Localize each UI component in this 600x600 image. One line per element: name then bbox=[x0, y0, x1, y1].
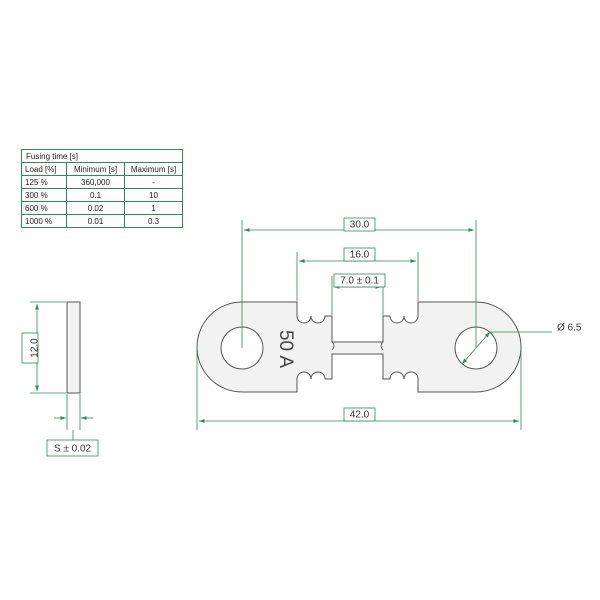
cell-maximum: 0.3 bbox=[124, 214, 183, 228]
neck-outer-label: 16.0 bbox=[350, 250, 370, 261]
table-row: 300 % 0.1 10 bbox=[21, 188, 183, 202]
thickness-label: S ± 0.02 bbox=[54, 444, 92, 455]
height-label: 12.0 bbox=[30, 338, 41, 358]
thickness-label-box bbox=[46, 439, 99, 457]
top-view: 50 A bbox=[196, 301, 522, 393]
hole-diameter-dimension-line bbox=[461, 331, 491, 365]
hole-spacing-label: 30.0 bbox=[350, 220, 370, 231]
side-view: 12.0 S ± 0.02 bbox=[21, 301, 99, 457]
fuse-outline bbox=[196, 301, 522, 393]
dimensions: 30.0 16.0 7.0 ± 0.1 42.0 Ø 6.5 bbox=[196, 217, 582, 430]
fusing-time-table: Fusing time [s] Load [%] Minimum [s] Max… bbox=[21, 149, 183, 228]
neck-inner-label-box bbox=[333, 273, 386, 288]
height-label-box bbox=[21, 332, 39, 364]
neck-detail bbox=[331, 341, 335, 351]
hole-diameter-label: Ø 6.5 bbox=[557, 323, 582, 334]
cell-minimum: 0.01 bbox=[66, 214, 125, 228]
table-row: 1000 % 0.01 0.3 bbox=[21, 214, 183, 228]
fuse-rating-label: 50 A bbox=[275, 330, 296, 368]
hole-spacing-label-box bbox=[343, 217, 376, 232]
neck-inner-label: 7.0 ± 0.1 bbox=[340, 276, 379, 287]
neck-detail bbox=[380, 341, 384, 351]
side-profile bbox=[66, 301, 81, 394]
overall-length-label: 42.0 bbox=[350, 410, 370, 421]
overall-length-label-box bbox=[343, 407, 376, 422]
neck-outer-label-box bbox=[343, 247, 376, 262]
table-header-row: Load [%] Minimum [s] Maximum [s] bbox=[21, 162, 183, 176]
